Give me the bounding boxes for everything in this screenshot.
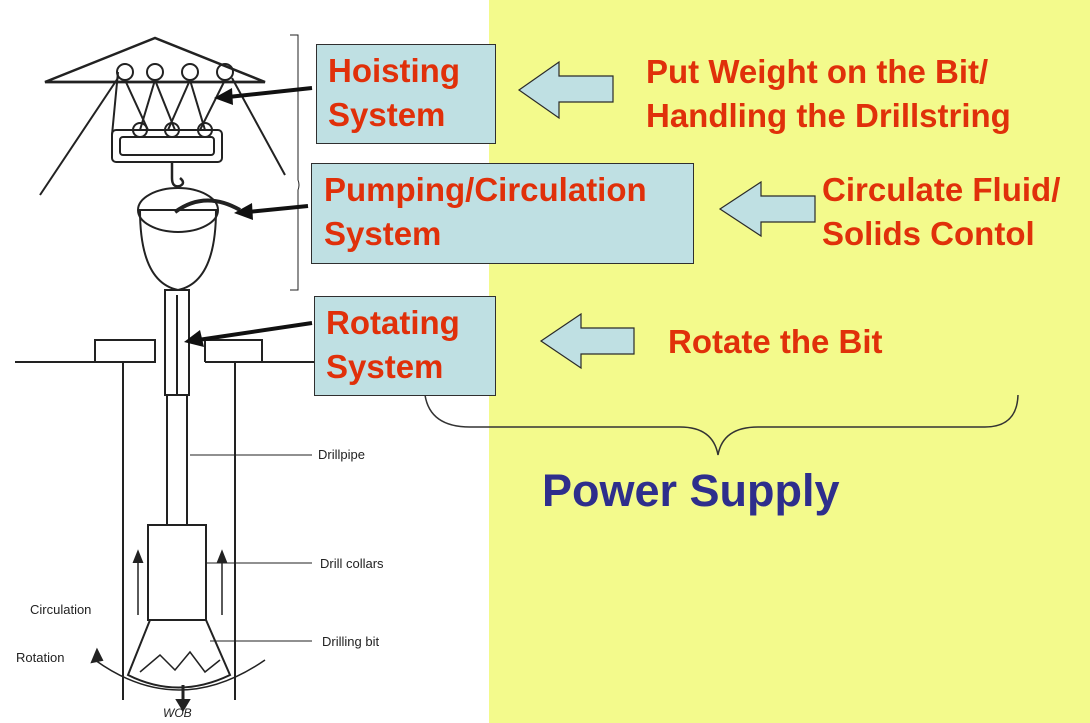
drilling-bit bbox=[126, 619, 232, 689]
hoisting-function-line2: Handling the Drillstring bbox=[646, 97, 1011, 134]
pumping-label-line2: System bbox=[324, 215, 442, 252]
pointer-arrow bbox=[214, 88, 233, 105]
circulation-function-line1: Circulate Fluid/ bbox=[822, 171, 1061, 208]
rig-floor-left bbox=[15, 339, 156, 363]
rotating-label-line2: System bbox=[326, 348, 444, 385]
left-arrow bbox=[718, 180, 816, 238]
hoisting-system-box: Hoisting System bbox=[316, 44, 496, 144]
sheave bbox=[181, 63, 199, 81]
rotation-arc bbox=[94, 659, 266, 691]
left-arrow bbox=[517, 60, 614, 120]
circulation-label: Circulation bbox=[30, 602, 92, 617]
swivel bbox=[138, 209, 218, 292]
drilling-bit-label: Drilling bit bbox=[322, 634, 380, 649]
circulation-function-line2: Solids Contol bbox=[822, 215, 1035, 252]
drillpipe bbox=[166, 394, 188, 526]
pointer-arrow bbox=[234, 203, 253, 220]
pointer-arrow bbox=[184, 330, 204, 347]
hoisting-function: Put Weight on the Bit/ Handling the Dril… bbox=[646, 50, 1011, 138]
rotating-label-line1: Rotating bbox=[326, 304, 460, 341]
traveling-block bbox=[111, 129, 223, 163]
hook bbox=[170, 162, 185, 188]
hoisting-function-line1: Put Weight on the Bit/ bbox=[646, 53, 989, 90]
sheave bbox=[116, 63, 134, 81]
circulation-function: Circulate Fluid/ Solids Contol bbox=[822, 168, 1060, 256]
left-arrow bbox=[539, 312, 635, 370]
power-supply-label: Power Supply bbox=[542, 465, 840, 516]
rotating-function: Rotate the Bit bbox=[668, 320, 883, 364]
drill-collars-label: Drill collars bbox=[320, 556, 384, 571]
rotating-system-box: Rotating System bbox=[314, 296, 496, 396]
rotating-function-line1: Rotate the Bit bbox=[668, 323, 883, 360]
hoisting-label-line2: System bbox=[328, 96, 446, 133]
drill-collars bbox=[147, 524, 207, 621]
pumping-label-line1: Pumping/Circulation bbox=[324, 171, 647, 208]
wob-label: WOB bbox=[163, 706, 192, 720]
yellow-panel bbox=[489, 0, 1090, 723]
power-supply-brace bbox=[424, 394, 1019, 456]
rotation-label: Rotation bbox=[16, 650, 65, 665]
pumping-system-box: Pumping/Circulation System bbox=[311, 163, 694, 264]
drillpipe-label: Drillpipe bbox=[318, 447, 365, 462]
hoisting-label-line1: Hoisting bbox=[328, 52, 460, 89]
sheave bbox=[146, 63, 164, 81]
